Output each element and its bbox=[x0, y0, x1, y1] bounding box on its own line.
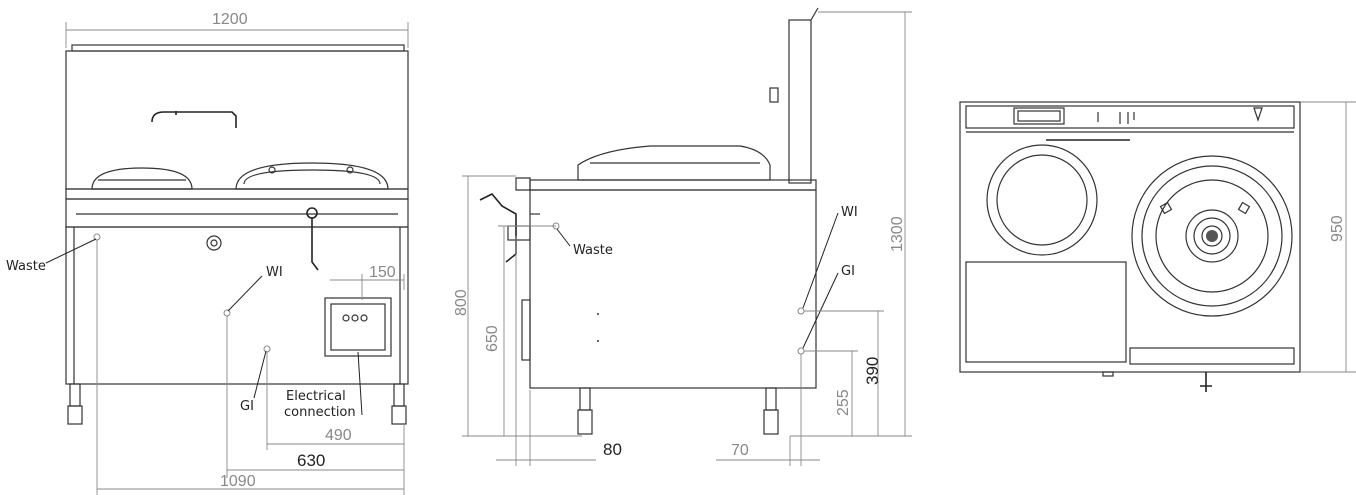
side-leg-back bbox=[765, 387, 777, 411]
side-dim-650-label: 650 bbox=[484, 325, 501, 352]
faucet bbox=[151, 111, 237, 128]
side-wi-point bbox=[797, 307, 805, 315]
side-body bbox=[529, 189, 817, 389]
top-tap-box bbox=[1013, 107, 1065, 125]
top-panel-left bbox=[965, 261, 1127, 363]
dim-630-label: 630 bbox=[297, 451, 325, 470]
side-dim-390-label: 390 bbox=[863, 357, 882, 385]
dim-150-label: 150 bbox=[369, 264, 396, 281]
burner-knob bbox=[206, 235, 222, 251]
side-gi-point bbox=[797, 347, 805, 355]
side-dim-1300-label: 1300 bbox=[889, 216, 906, 252]
wi-point bbox=[223, 309, 231, 317]
dim-490-label: 490 bbox=[325, 427, 352, 444]
front-body bbox=[65, 226, 409, 385]
wok-ring-right bbox=[235, 162, 389, 190]
tap-lever bbox=[306, 207, 318, 219]
side-dim-800-label: 800 bbox=[453, 289, 470, 316]
dim-1200-label: 1200 bbox=[212, 11, 248, 28]
side-tap bbox=[479, 193, 517, 263]
label-wi: WI bbox=[266, 265, 283, 280]
side-leg-front bbox=[579, 387, 591, 411]
top-burner-left bbox=[986, 144, 1098, 256]
label-waste: Waste bbox=[6, 259, 46, 274]
label-gi: GI bbox=[240, 399, 254, 414]
top-tap-handle bbox=[1200, 372, 1212, 392]
top-burner-right bbox=[1131, 155, 1293, 317]
front-rail bbox=[65, 198, 409, 228]
label-electrical-1: Electrical bbox=[286, 389, 346, 404]
splashback bbox=[65, 50, 409, 190]
wok-cover-left bbox=[91, 167, 193, 190]
side-dim-80-label: 80 bbox=[603, 440, 622, 459]
side-label-waste: Waste bbox=[573, 243, 613, 258]
side-view: Waste WI GI 1300 800 650 390 255 80 bbox=[453, 7, 912, 466]
leg-left bbox=[69, 383, 81, 407]
worktop bbox=[65, 188, 409, 200]
front-view: 1200 bbox=[6, 11, 409, 495]
dim-1090-label: 1090 bbox=[220, 473, 256, 490]
leg-right bbox=[393, 383, 405, 407]
side-splashback bbox=[788, 19, 812, 184]
electrical-box bbox=[324, 297, 392, 357]
side-wok-cover bbox=[577, 145, 771, 181]
top-dim-950-label: 950 bbox=[1329, 215, 1346, 242]
side-dim-255-label: 255 bbox=[835, 389, 852, 416]
label-electrical-2: connection bbox=[284, 405, 356, 420]
side-label-gi: GI bbox=[841, 264, 855, 279]
side-worktop bbox=[529, 179, 817, 191]
top-rail bbox=[71, 44, 405, 52]
side-dim-70-label: 70 bbox=[731, 442, 749, 459]
gi-point bbox=[263, 345, 271, 353]
top-view: 950 bbox=[959, 101, 1356, 392]
top-outline bbox=[959, 101, 1301, 373]
side-label-wi: WI bbox=[841, 205, 858, 220]
